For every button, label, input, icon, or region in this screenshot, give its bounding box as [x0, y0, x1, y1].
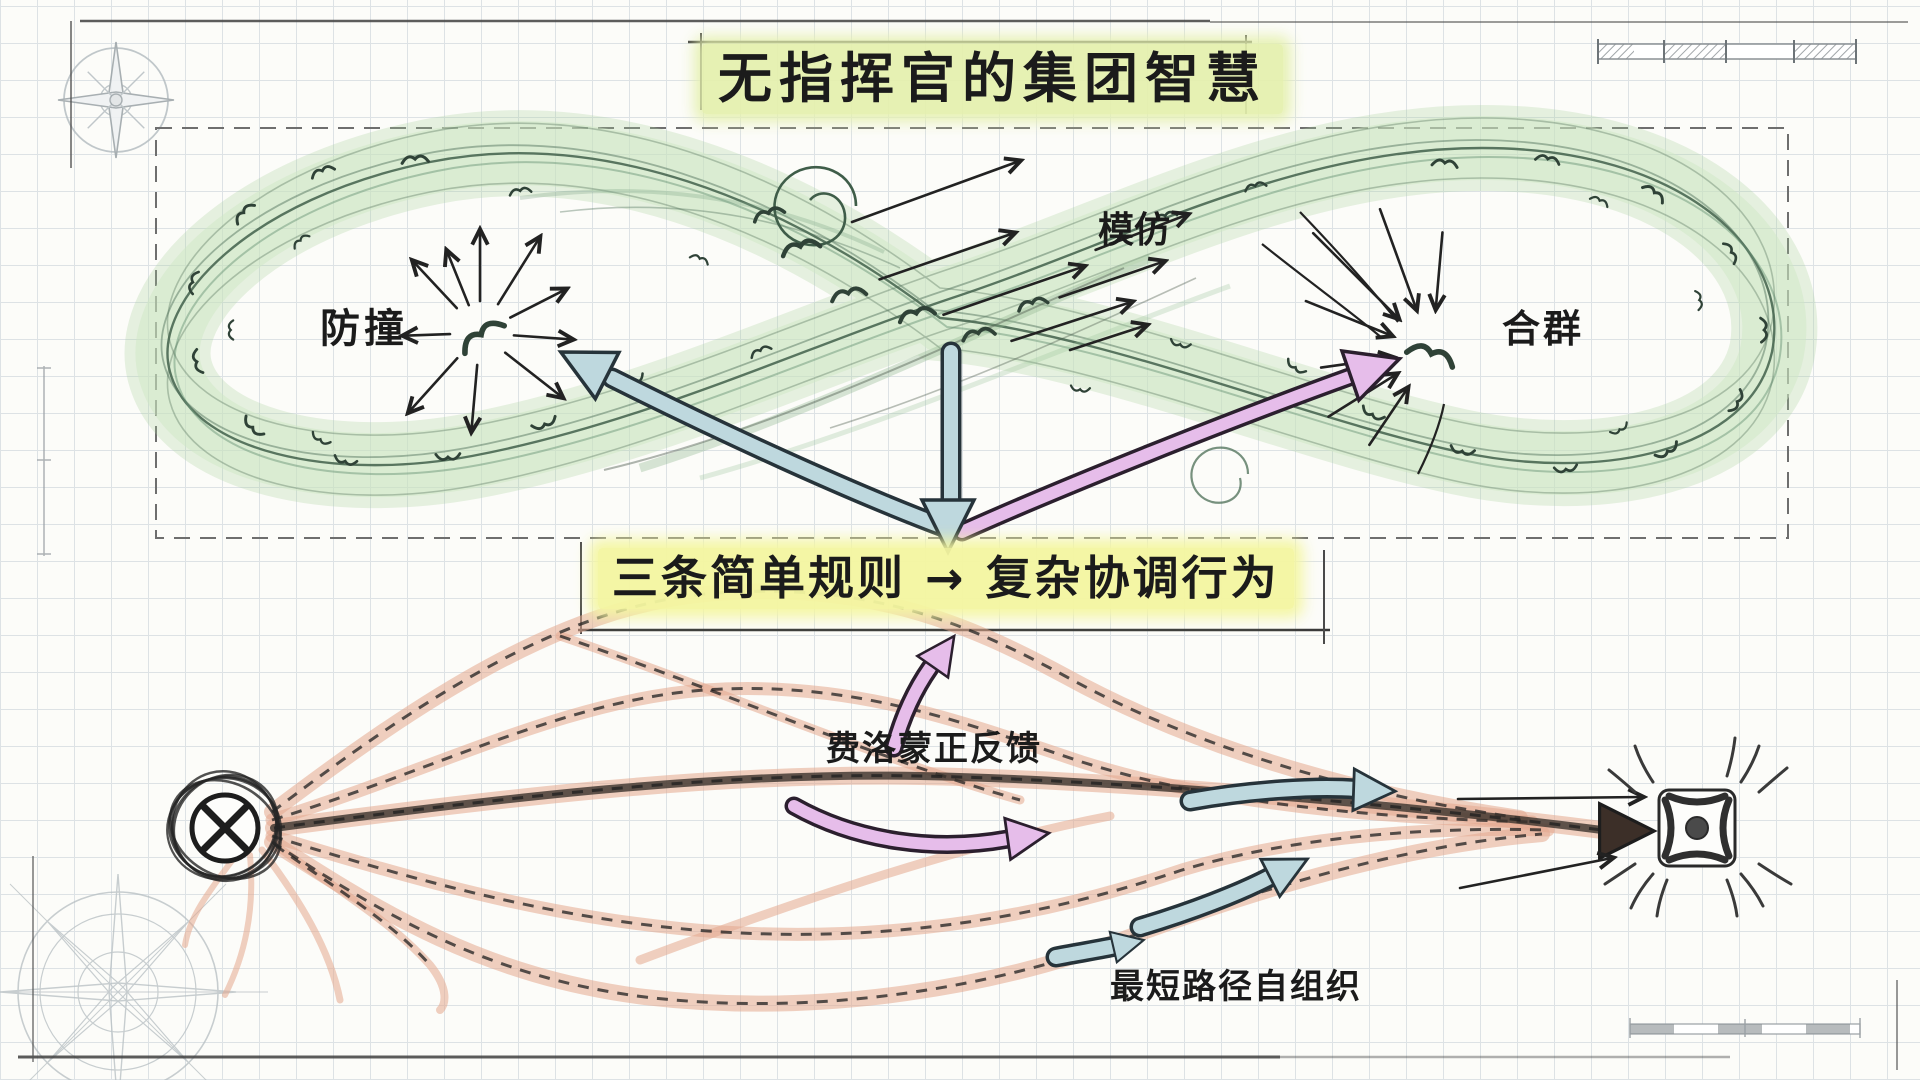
- rules-converging-arrows: [547, 327, 1410, 554]
- pheromone-feedback-label: 费洛蒙正反馈: [826, 729, 1042, 769]
- map-scale-bar-bottom: [1629, 1018, 1861, 1038]
- alignment-rule-figure: [750, 161, 1187, 352]
- map-scale-bar-top: [1597, 39, 1857, 64]
- swirl-decoration: [1190, 446, 1250, 504]
- compass-rose-icon: [57, 41, 175, 159]
- cohesion-label: 合群: [1502, 307, 1585, 351]
- pheromone-arrows: [784, 624, 1054, 861]
- left-ruler: [37, 366, 51, 556]
- shortest-path-label: 最短路径自组织: [1110, 967, 1362, 1007]
- compass-rose-icon: [0, 873, 268, 1080]
- separation-label: 防撞: [320, 306, 408, 352]
- page-title: 无指挥官的集团智慧: [702, 44, 1283, 115]
- square-dot-food-icon: [1603, 736, 1793, 918]
- cohesion-rule-figure: [1261, 207, 1456, 475]
- circle-x-nest-icon: [166, 770, 283, 883]
- separation-rule-figure: [404, 231, 572, 431]
- flock-infinity-band: [162, 118, 1782, 503]
- alignment-label: 模仿: [1098, 210, 1171, 251]
- trail-arrowhead: [1598, 802, 1656, 860]
- rule-banner: 三条简单规则 → 复杂协调行为: [598, 548, 1294, 609]
- trail-flow-arrows: [1045, 767, 1398, 968]
- swirl-decoration: [773, 166, 858, 247]
